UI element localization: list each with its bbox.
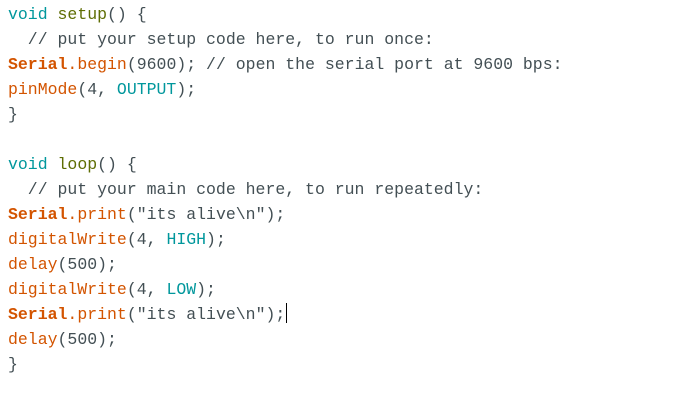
code-line-6	[8, 127, 692, 152]
code-text: (500);	[57, 330, 117, 349]
function-name: loop	[57, 155, 98, 174]
code-line-7: void loop() {	[8, 152, 692, 177]
function-call: digitalWrite	[8, 280, 127, 299]
code-text: (4,	[126, 280, 167, 299]
code-text: );	[206, 230, 226, 249]
code-line-2: // put your setup code here, to run once…	[8, 27, 692, 52]
function-call: delay	[8, 255, 58, 274]
keyword-void: void	[8, 5, 48, 24]
code-text: () {	[107, 5, 147, 24]
code-line-15: }	[8, 352, 692, 377]
code-comment: // put your setup code here, to run once…	[8, 30, 434, 49]
code-line-8: // put your main code here, to run repea…	[8, 177, 692, 202]
code-text: () {	[97, 155, 137, 174]
code-line-13: Serial.print("its alive\n");	[8, 302, 692, 327]
code-text: }	[8, 355, 18, 374]
code-text: );	[176, 80, 197, 99]
code-line-5: }	[8, 102, 692, 127]
code-line-9: Serial.print("its alive\n");	[8, 202, 692, 227]
serial-object: Serial	[8, 205, 68, 224]
code-text: (4,	[126, 230, 167, 249]
code-text: (9600); // open the serial port at 9600 …	[126, 55, 563, 74]
serial-method: .print	[67, 305, 127, 324]
code-line-4: pinMode(4, OUTPUT);	[8, 77, 692, 102]
keyword-void: void	[8, 155, 48, 174]
function-call: delay	[8, 330, 58, 349]
serial-object: Serial	[8, 305, 68, 324]
function-call: pinMode	[8, 80, 78, 99]
text-cursor	[286, 303, 288, 323]
code-line-1: void setup() {	[8, 2, 692, 27]
serial-object: Serial	[8, 55, 68, 74]
code-text: (4,	[77, 80, 117, 99]
code-text: (500);	[57, 255, 117, 274]
function-call: digitalWrite	[8, 230, 127, 249]
constant: HIGH	[166, 230, 207, 249]
code-line-10: digitalWrite(4, HIGH);	[8, 227, 692, 252]
code-text: }	[8, 105, 18, 124]
code-comment: // put your main code here, to run repea…	[8, 180, 484, 199]
code-line-14: delay(500);	[8, 327, 692, 352]
code-text: ("its alive\n");	[126, 305, 286, 324]
serial-method: .print	[67, 205, 127, 224]
constant: LOW	[166, 280, 197, 299]
code-line-11: delay(500);	[8, 252, 692, 277]
code-text: ("its alive\n");	[126, 205, 286, 224]
constant: OUTPUT	[116, 80, 177, 99]
function-name: setup	[57, 5, 108, 24]
code-line-3: Serial.begin(9600); // open the serial p…	[8, 52, 692, 77]
code-text: );	[196, 280, 216, 299]
serial-method: .begin	[67, 55, 127, 74]
code-line-12: digitalWrite(4, LOW);	[8, 277, 692, 302]
